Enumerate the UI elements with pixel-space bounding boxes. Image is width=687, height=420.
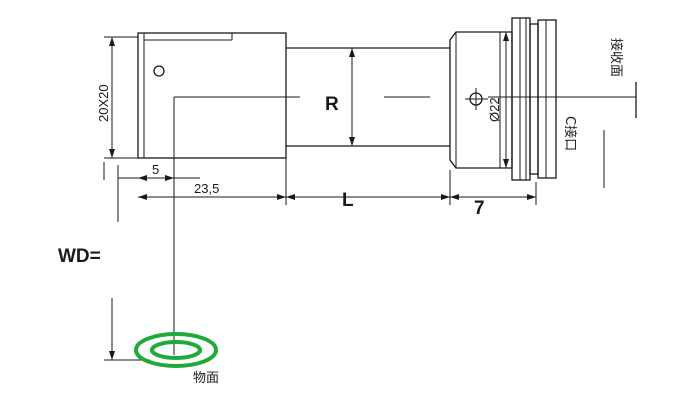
dim-5-label: 5 xyxy=(152,162,159,177)
lens-housing xyxy=(449,17,557,181)
camera-block xyxy=(137,32,287,159)
horizontal-dimensions-top xyxy=(103,162,200,181)
object-surface-label: 物面 xyxy=(193,371,219,386)
receiving-surface-label: 接收面 xyxy=(608,38,624,77)
height-dim-label: 20X20 xyxy=(96,84,111,122)
horizontal-dimensions-bottom xyxy=(117,150,537,222)
dim-r-label: R xyxy=(325,94,339,115)
wd-dimension xyxy=(104,298,150,361)
object-rings xyxy=(134,332,218,368)
diameter-dimension xyxy=(503,32,509,168)
dim-7-label: 7 xyxy=(474,198,485,219)
mount-hole-icon xyxy=(153,65,165,77)
wd-label: WD= xyxy=(58,246,101,267)
height-dimension xyxy=(104,36,138,159)
dim-l-label: L xyxy=(342,190,354,211)
c-mount-label: C接口 xyxy=(562,116,578,151)
lens-tube xyxy=(286,47,450,147)
tube-dimension xyxy=(349,48,355,146)
dim-23-5-label: 23,5 xyxy=(194,181,219,196)
diameter-label: Ø22 xyxy=(487,97,502,122)
optical-axis xyxy=(173,96,636,355)
